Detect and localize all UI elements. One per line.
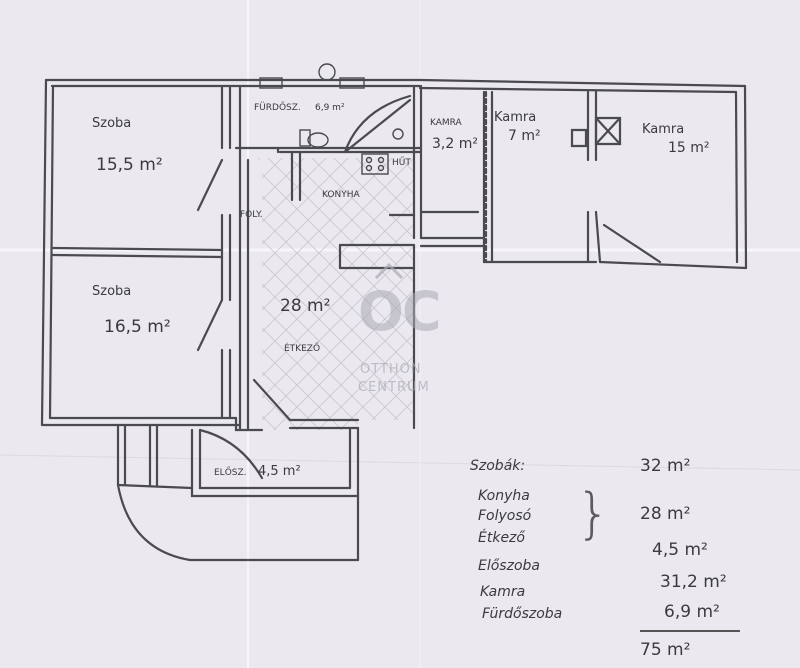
fixture <box>570 128 588 148</box>
room-label-szoba-2: Szoba <box>92 284 132 299</box>
stove-burner <box>365 164 373 172</box>
summary-value: 28 m² <box>640 504 691 524</box>
tiled-floor <box>248 158 415 430</box>
room-label-szoba-1: Szoba <box>92 116 132 131</box>
bath-fixture <box>339 77 365 89</box>
wall <box>51 253 224 259</box>
paper-fold <box>0 454 800 471</box>
wall <box>51 246 224 252</box>
summary-label: Szobák: <box>470 458 526 474</box>
wall <box>418 78 747 88</box>
toilet-tank <box>299 129 311 147</box>
stove-burner <box>365 156 373 164</box>
wall <box>743 84 748 270</box>
room-area-kamra-big: 15 m² <box>668 140 710 156</box>
wall <box>418 86 738 94</box>
room-area-szoba-2: 16,5 m² <box>104 317 171 337</box>
summary-label: Folyosó <box>478 508 532 524</box>
summary-label: Étkező <box>478 530 525 546</box>
summary-brace: } <box>576 482 611 545</box>
room-label-etkezo: ÉTKEZŐ <box>284 344 321 354</box>
room-label-kamra-mid: Kamra <box>494 110 537 125</box>
wall <box>48 84 55 420</box>
stove <box>361 153 389 175</box>
room-label-konyha: KONYHA <box>322 190 360 200</box>
summary-value: 6,9 m² <box>664 602 720 622</box>
room-area-kamra-mid: 7 m² <box>508 128 541 144</box>
door-swing <box>198 428 264 480</box>
summary-total: 75 m² <box>640 640 691 660</box>
summary-label: Fürdőszoba <box>482 606 563 622</box>
room-label-furdo: FÜRDŐSZ. <box>254 103 301 113</box>
room-area-etkezo: 28 m² <box>280 296 331 316</box>
house-roof-icon <box>374 262 404 280</box>
summary-label: Kamra <box>480 584 526 600</box>
summary-label: Konyha <box>478 488 530 504</box>
wall <box>190 428 360 498</box>
toilet <box>307 132 329 148</box>
stove-burner <box>377 164 385 172</box>
porch <box>116 483 194 490</box>
door-swing <box>196 298 224 352</box>
room-label-kamra-small: KAMRA <box>430 118 462 128</box>
otthon-centrum-watermark: OC OTTHON CENTRUM <box>352 262 442 412</box>
door-swing <box>602 223 662 264</box>
room-label-eloter: ELŐSZ. <box>214 468 247 478</box>
summary-value: 4,5 m² <box>652 540 708 560</box>
door-swing <box>343 94 412 154</box>
room-area-kamra-small: 3,2 m² <box>432 136 478 152</box>
wall <box>40 78 48 427</box>
room-label-hut: HŰT <box>392 158 411 168</box>
room-area-szoba-1: 15,5 m² <box>96 155 163 175</box>
door-swing <box>252 378 292 422</box>
watermark-line1: OTTHON <box>360 362 422 377</box>
room-area-furdo: 6,9 m² <box>315 103 345 113</box>
wall <box>234 416 264 432</box>
chimney <box>594 116 622 146</box>
watermark-logo: OC <box>358 280 442 343</box>
summary-underline <box>640 630 740 632</box>
sink <box>392 128 404 140</box>
porch <box>116 483 192 562</box>
wall <box>734 90 739 264</box>
room-label-folyoso: FOLY. <box>240 210 263 220</box>
summary-value: 32 m² <box>640 456 691 476</box>
door-swing <box>343 98 412 154</box>
watermark-line2: CENTRUM <box>358 380 430 395</box>
wall <box>594 210 602 264</box>
wall <box>598 260 748 270</box>
summary-label: Előszoba <box>478 558 540 574</box>
room-label-kamra-big: Kamra <box>642 122 685 137</box>
summary-value: 31,2 m² <box>660 572 727 592</box>
room-area-eloter: 4,5 m² <box>258 464 301 479</box>
wall <box>198 428 352 490</box>
door-swing <box>196 158 224 212</box>
lamp-fixture <box>318 63 336 81</box>
bath-fixture <box>259 77 283 89</box>
stove-burner <box>377 156 385 164</box>
